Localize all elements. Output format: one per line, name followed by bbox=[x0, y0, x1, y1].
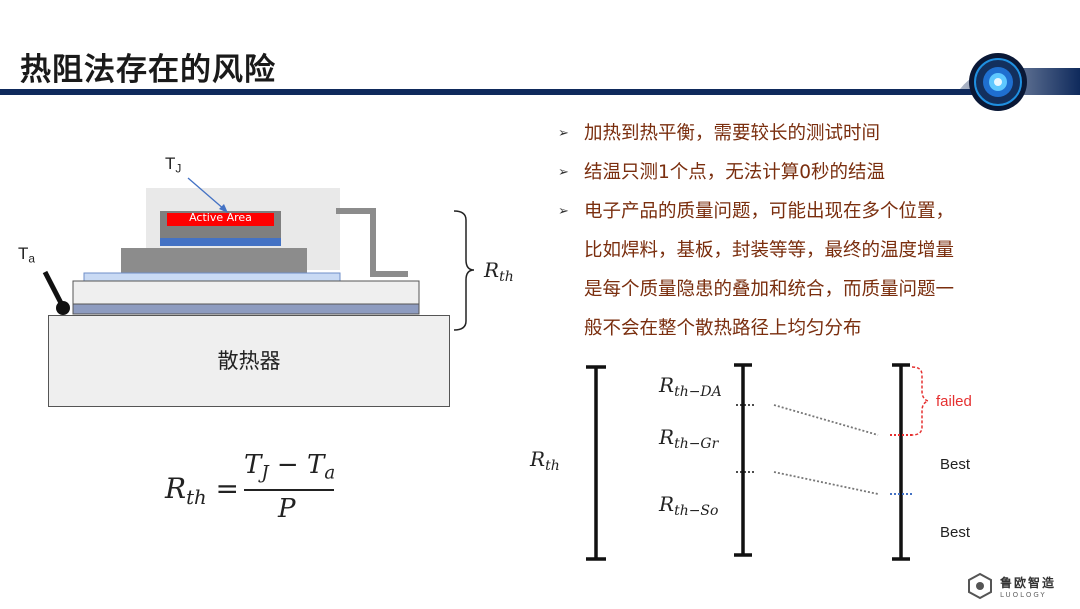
ta-probe bbox=[42, 270, 65, 307]
bullet-item: ➢ 加热到热平衡，需要较长的测试时间 bbox=[558, 114, 1058, 153]
formula-lhs: Rth = bbox=[165, 472, 239, 509]
header-rule bbox=[0, 89, 1000, 95]
failed-label: failed bbox=[936, 393, 972, 410]
resistance-stack-diagram bbox=[586, 363, 931, 561]
bullet-item: ➢ 电子产品的质量问题，可能出现在多个位置， bbox=[558, 192, 1058, 231]
heatsink-label: 散热器 bbox=[217, 349, 281, 373]
page-title: 热阻法存在的风险 bbox=[20, 52, 276, 88]
company-name-latin: LUOLOGY bbox=[1000, 591, 1047, 599]
best-label: Best bbox=[940, 524, 971, 541]
bullet-continuation: 般不会在整个散热路径上均匀分布 bbox=[584, 318, 862, 339]
bullet-item: ➢ 结温只测1个点，无法计算0秒的结温 bbox=[558, 153, 1058, 192]
chevron-right-icon: ➢ bbox=[558, 165, 569, 180]
base-plate bbox=[72, 280, 420, 305]
rth-brace bbox=[453, 210, 475, 331]
best-label: Best bbox=[940, 456, 971, 473]
company-name: 鲁欧智造 bbox=[1000, 576, 1057, 590]
rth-gr-label: Rth−Gr bbox=[659, 425, 719, 453]
ta-label: Ta bbox=[18, 244, 36, 266]
eye-logo-icon bbox=[900, 53, 1080, 111]
thin-layer bbox=[83, 272, 341, 282]
formula-numerator: TJ − Ta bbox=[244, 450, 336, 484]
rth-brace-label: Rth bbox=[484, 258, 514, 286]
arrow-head-icon bbox=[219, 204, 228, 213]
active-area-label: Active Area bbox=[189, 211, 252, 224]
company-logo-icon bbox=[968, 572, 992, 600]
rth-so-label: Rth−So bbox=[659, 492, 719, 520]
bullet-continuation: 是每个质量隐患的叠加和统合，而质量问题一 bbox=[584, 279, 955, 300]
bullet-continuation: 比如焊料，基板，封装等等，最终的温度增量 bbox=[584, 240, 955, 261]
fraction-bar bbox=[244, 489, 334, 491]
die-attach-layer bbox=[160, 238, 281, 246]
substrate bbox=[121, 248, 307, 273]
chevron-right-icon: ➢ bbox=[558, 204, 569, 219]
ta-probe-tip bbox=[56, 301, 70, 315]
bullet-list: ➢ 加热到热平衡，需要较长的测试时间 ➢ 结温只测1个点，无法计算0秒的结温 ➢… bbox=[558, 114, 1058, 348]
tj-label: TJ bbox=[165, 154, 182, 176]
solder-layer bbox=[72, 303, 420, 315]
rth-da-label: Rth−DA bbox=[659, 373, 722, 401]
rth-total-label: Rth bbox=[530, 447, 560, 475]
package-cross-section bbox=[42, 177, 475, 331]
active-area bbox=[167, 213, 274, 226]
formula-denominator: P bbox=[278, 494, 296, 524]
tj-arrow bbox=[187, 177, 226, 211]
chevron-right-icon: ➢ bbox=[558, 126, 569, 141]
lead-frame bbox=[336, 208, 408, 277]
heatsink bbox=[48, 315, 450, 407]
